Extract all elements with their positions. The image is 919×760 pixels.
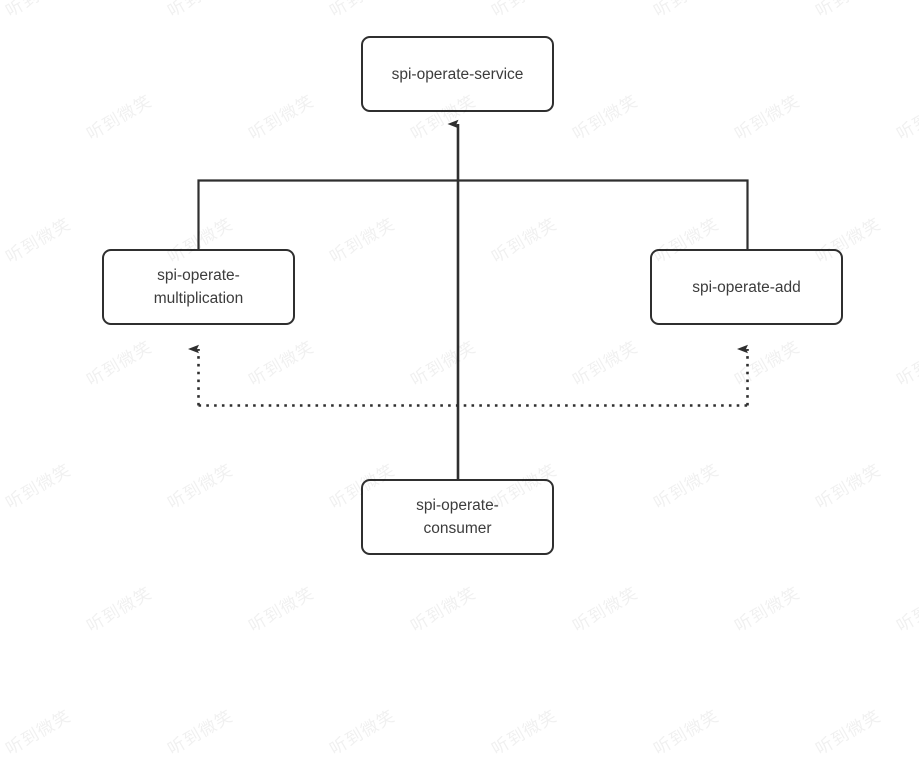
node-spi-operate-service[interactable]: spi-operate-service [361,36,554,112]
watermark-text: 听到微笑 [326,706,399,760]
edge-multiplication-to-service [197,179,458,249]
node-label-add: spi-operate-add [692,278,801,296]
diagram-canvas: spi-operate-service spi-operate- multipl… [3,0,919,760]
watermark-text: 听到微笑 [488,706,561,760]
node-spi-operate-add[interactable]: spi-operate-add [650,249,843,325]
watermark-text: 听到微笑 [812,706,885,760]
edge-consumer-to-multiplication [188,344,748,407]
node-label-service: spi-operate-service [391,65,524,83]
node-label-multiplication: spi-operate- multiplication [153,267,244,307]
node-label-consumer: spi-operate- consumer [416,497,499,537]
watermark-text: 听到微笑 [2,706,75,760]
watermark-text: 听到微笑 [650,706,723,760]
watermark-text: 听到微笑 [164,706,237,760]
edge-layer [188,119,749,479]
node-spi-operate-multiplication[interactable]: spi-operate- multiplication [102,249,295,325]
node-spi-operate-consumer[interactable]: spi-operate- consumer [361,479,554,555]
edge-add-to-service [458,179,749,249]
